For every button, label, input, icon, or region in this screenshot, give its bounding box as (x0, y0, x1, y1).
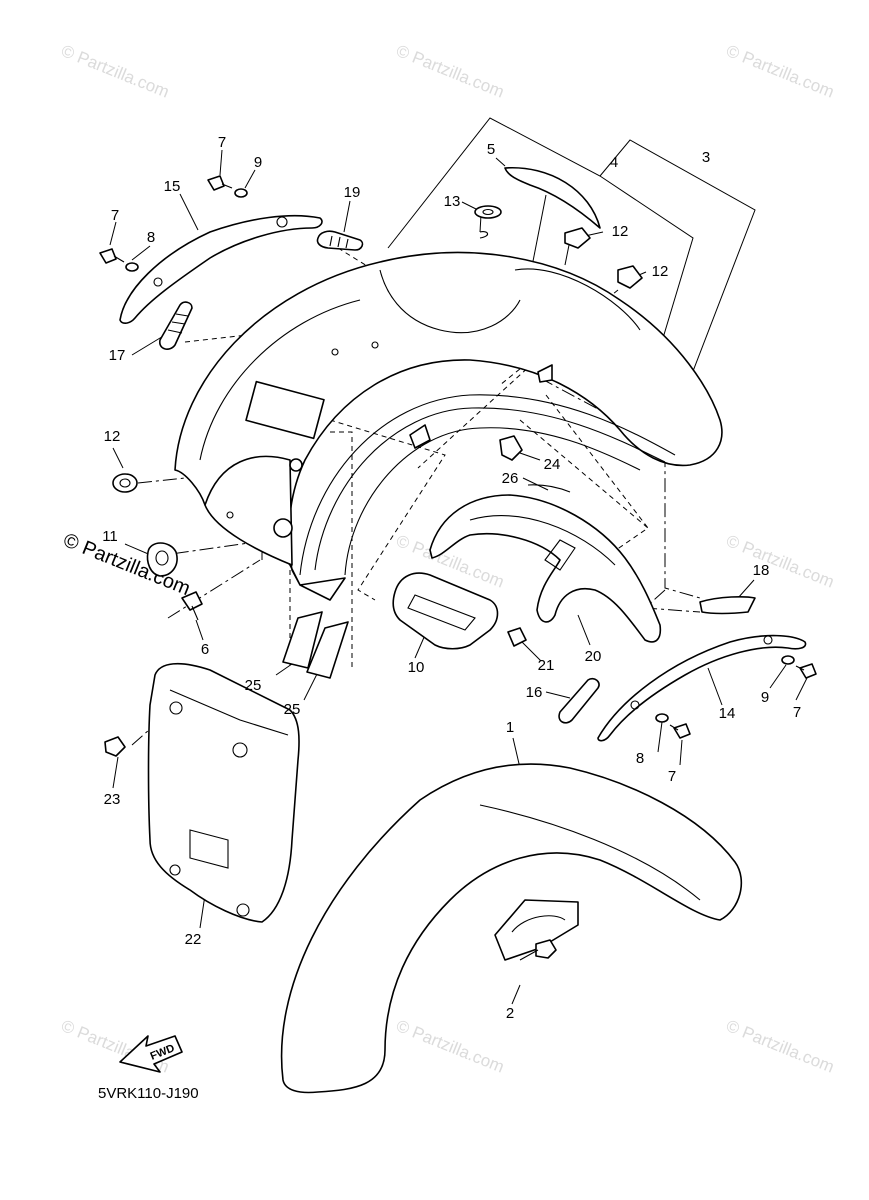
washer-part-8 (125, 262, 139, 272)
callout-label: 11 (102, 528, 118, 545)
callout-label: 20 (585, 648, 602, 665)
callout-label: 9 (254, 154, 262, 171)
license-bracket-part-22 (147, 662, 300, 923)
callout-label: 16 (526, 684, 543, 701)
screw-part-6 (181, 591, 203, 621)
callout-label: 13 (444, 193, 461, 210)
callout-label: 8 (147, 229, 155, 246)
diagram-code: 5VRK110-J190 (98, 1085, 199, 1102)
bolt-part-23 (104, 736, 126, 757)
callout-labels: 1 2 3 4 5 6 7 7 7 7 8 8 9 9 10 11 12 12 … (102, 134, 801, 1022)
bolt-part-7 (673, 723, 691, 739)
bolt-part-7 (207, 175, 225, 191)
fasteners (99, 175, 817, 739)
callout-label: 6 (201, 641, 209, 658)
watermark: © Partzilla.com (394, 41, 507, 102)
tape-part-25 (282, 611, 349, 679)
callout-label: 10 (408, 659, 425, 676)
callout-label: 24 (544, 456, 561, 473)
rear-fender (174, 231, 723, 601)
bolt-part-2 (519, 939, 557, 961)
callout-label: 3 (702, 149, 710, 166)
washer-part-9 (781, 655, 795, 665)
nut-part-24 (499, 435, 523, 461)
callout-label: 4 (610, 154, 618, 171)
callout-label: 7 (668, 768, 676, 785)
callout-label: 12 (612, 223, 629, 240)
callout-label: 23 (104, 791, 121, 808)
front-fender (280, 763, 743, 1094)
rail-part-15 (119, 214, 323, 324)
callout-label: 18 (753, 562, 770, 579)
callout-label: 12 (104, 428, 121, 445)
emblem-part-5 (504, 167, 601, 229)
bolt-part-7 (799, 663, 817, 679)
callout-label: 7 (218, 134, 226, 151)
callout-label: 15 (164, 178, 181, 195)
callout-label: 1 (506, 719, 514, 736)
callout-label: 8 (636, 750, 644, 767)
callout-label: 9 (761, 689, 769, 706)
watermark: © Partzilla.com (394, 1016, 507, 1077)
callout-label: 26 (502, 470, 519, 487)
callout-label: 25 (284, 701, 301, 718)
callout-label: 7 (111, 207, 119, 224)
pad-part-16 (558, 677, 600, 724)
forward-arrow-icon: FWD (119, 1035, 183, 1073)
callout-label: 19 (344, 184, 361, 201)
callout-label: 14 (719, 705, 736, 722)
callout-label: 7 (793, 704, 801, 721)
callout-label: 17 (109, 347, 126, 364)
rail-part-14 (597, 634, 807, 742)
watermark: © Partzilla.com (724, 1016, 837, 1077)
callout-label: 22 (185, 931, 202, 948)
bolt-part-7 (99, 248, 117, 264)
callout-label: 12 (652, 263, 669, 280)
inner-fender-part-20 (429, 494, 662, 643)
pad-part-19 (316, 230, 364, 251)
washer-part-13 (474, 205, 502, 219)
callout-label: 21 (538, 657, 555, 674)
watermark: © Partzilla.com (59, 41, 172, 102)
grommet-part-11 (146, 542, 178, 577)
watermark: © Partzilla.com (724, 531, 837, 592)
callout-label: 25 (245, 677, 262, 694)
screw-part-21 (507, 627, 527, 647)
pad-part-18 (699, 596, 756, 615)
callout-label: 5 (487, 141, 495, 158)
callout-label: 2 (506, 1005, 514, 1022)
watermark: © Partzilla.com (724, 41, 837, 102)
bracket-part-26 (527, 484, 571, 493)
washer-part-9 (234, 188, 248, 198)
reflector-part-10 (392, 572, 499, 650)
washer-part-8 (655, 713, 669, 723)
pad-part-17 (159, 301, 193, 350)
grommet-part-12 (112, 227, 643, 493)
